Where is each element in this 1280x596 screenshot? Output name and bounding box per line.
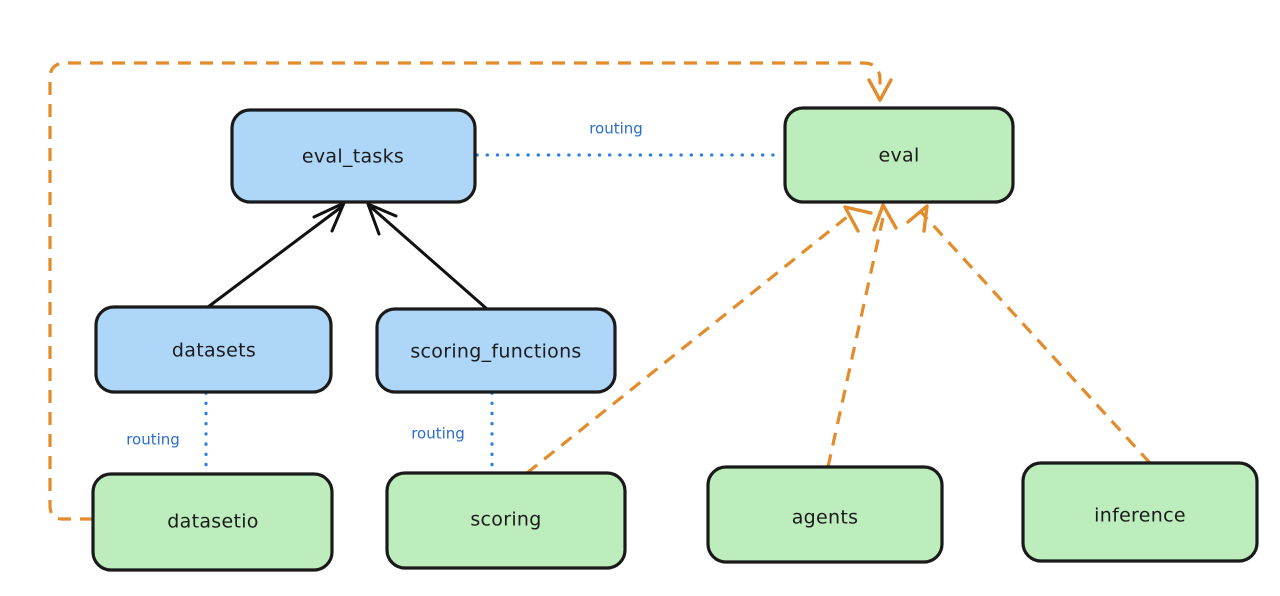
node-scoring-functions-label: scoring_functions xyxy=(410,341,581,363)
node-scoring-functions-shape[interactable] xyxy=(375,307,617,394)
node-layer: eval_tasks eval datasets scoring_functio… xyxy=(91,106,1259,572)
node-scoring-functions[interactable]: scoring_functions xyxy=(375,307,617,394)
edge-scoring_functions-eval_tasks xyxy=(366,202,489,311)
node-scoring[interactable]: scoring xyxy=(385,471,627,570)
arrowhead-datasetio-eval xyxy=(867,78,893,102)
edge-inference-eval xyxy=(906,204,1152,465)
node-datasetio-label: datasetio xyxy=(167,511,258,533)
arrowhead-agents-eval xyxy=(872,203,898,232)
node-datasets[interactable]: datasets xyxy=(94,305,333,394)
node-inference[interactable]: inference xyxy=(1021,461,1259,563)
edge-scoring-eval xyxy=(526,205,873,475)
node-eval-shape[interactable] xyxy=(783,106,1015,204)
node-agents-label: agents xyxy=(792,507,859,529)
edge-label-routing-datasets: routing xyxy=(126,431,180,449)
node-scoring-label: scoring xyxy=(470,509,541,531)
edge-label-routing-scoring-functions: routing xyxy=(411,425,465,443)
node-datasets-label: datasets xyxy=(172,340,256,362)
node-agents[interactable]: agents xyxy=(706,465,944,564)
node-inference-label: inference xyxy=(1094,505,1186,527)
node-eval-label: eval xyxy=(878,145,919,167)
edge-layer xyxy=(48,61,1152,521)
node-datasetio[interactable]: datasetio xyxy=(91,472,334,572)
arrowhead-scoring-eval xyxy=(843,205,873,233)
arrowhead-scoring_functions-eval_tasks xyxy=(366,202,398,236)
edge-datasetio-eval xyxy=(48,61,893,521)
edge-datasets-eval_tasks xyxy=(206,201,346,309)
node-datasetio-shape[interactable] xyxy=(91,472,334,572)
node-datasets-shape[interactable] xyxy=(94,305,333,394)
node-eval[interactable]: eval xyxy=(783,106,1015,204)
node-agents-shape[interactable] xyxy=(706,465,944,564)
edge-agents-eval xyxy=(826,203,898,468)
node-scoring-shape[interactable] xyxy=(385,471,627,570)
node-eval-tasks[interactable]: eval_tasks xyxy=(230,108,477,204)
edge-label-routing-eval-tasks: routing xyxy=(589,120,643,138)
node-eval-tasks-shape[interactable] xyxy=(230,108,477,204)
node-inference-shape[interactable] xyxy=(1021,461,1259,563)
arrowhead-inference-eval xyxy=(906,204,929,233)
edge-label-layer: routing routing routing xyxy=(126,120,643,449)
node-eval-tasks-label: eval_tasks xyxy=(302,146,404,168)
